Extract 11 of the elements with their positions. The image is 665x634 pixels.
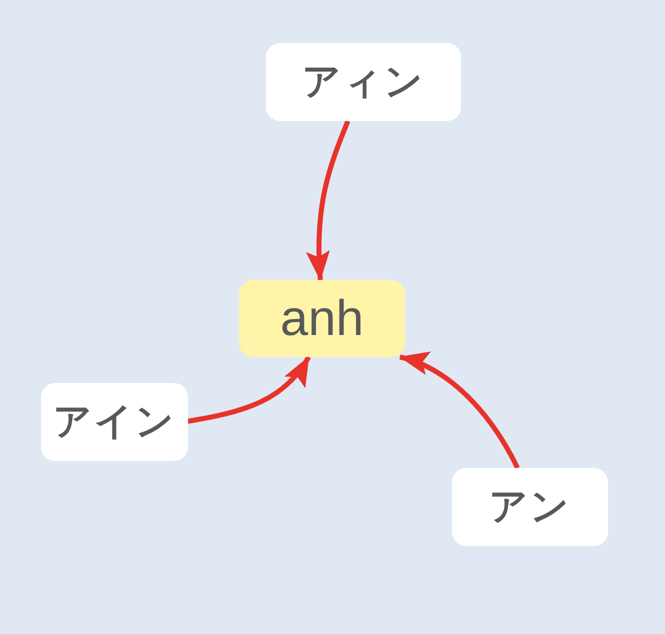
word-card (41, 383, 188, 461)
arrow (188, 356, 311, 424)
card-text: アン (489, 486, 571, 528)
card-text: anh (280, 291, 364, 346)
word-card (452, 468, 608, 546)
card-text: アィン (302, 61, 425, 103)
arrow (306, 120, 350, 281)
word-card (266, 43, 461, 121)
highlighted-word-card (239, 280, 405, 357)
card-text: アイン (53, 401, 176, 443)
arrow (399, 353, 520, 470)
